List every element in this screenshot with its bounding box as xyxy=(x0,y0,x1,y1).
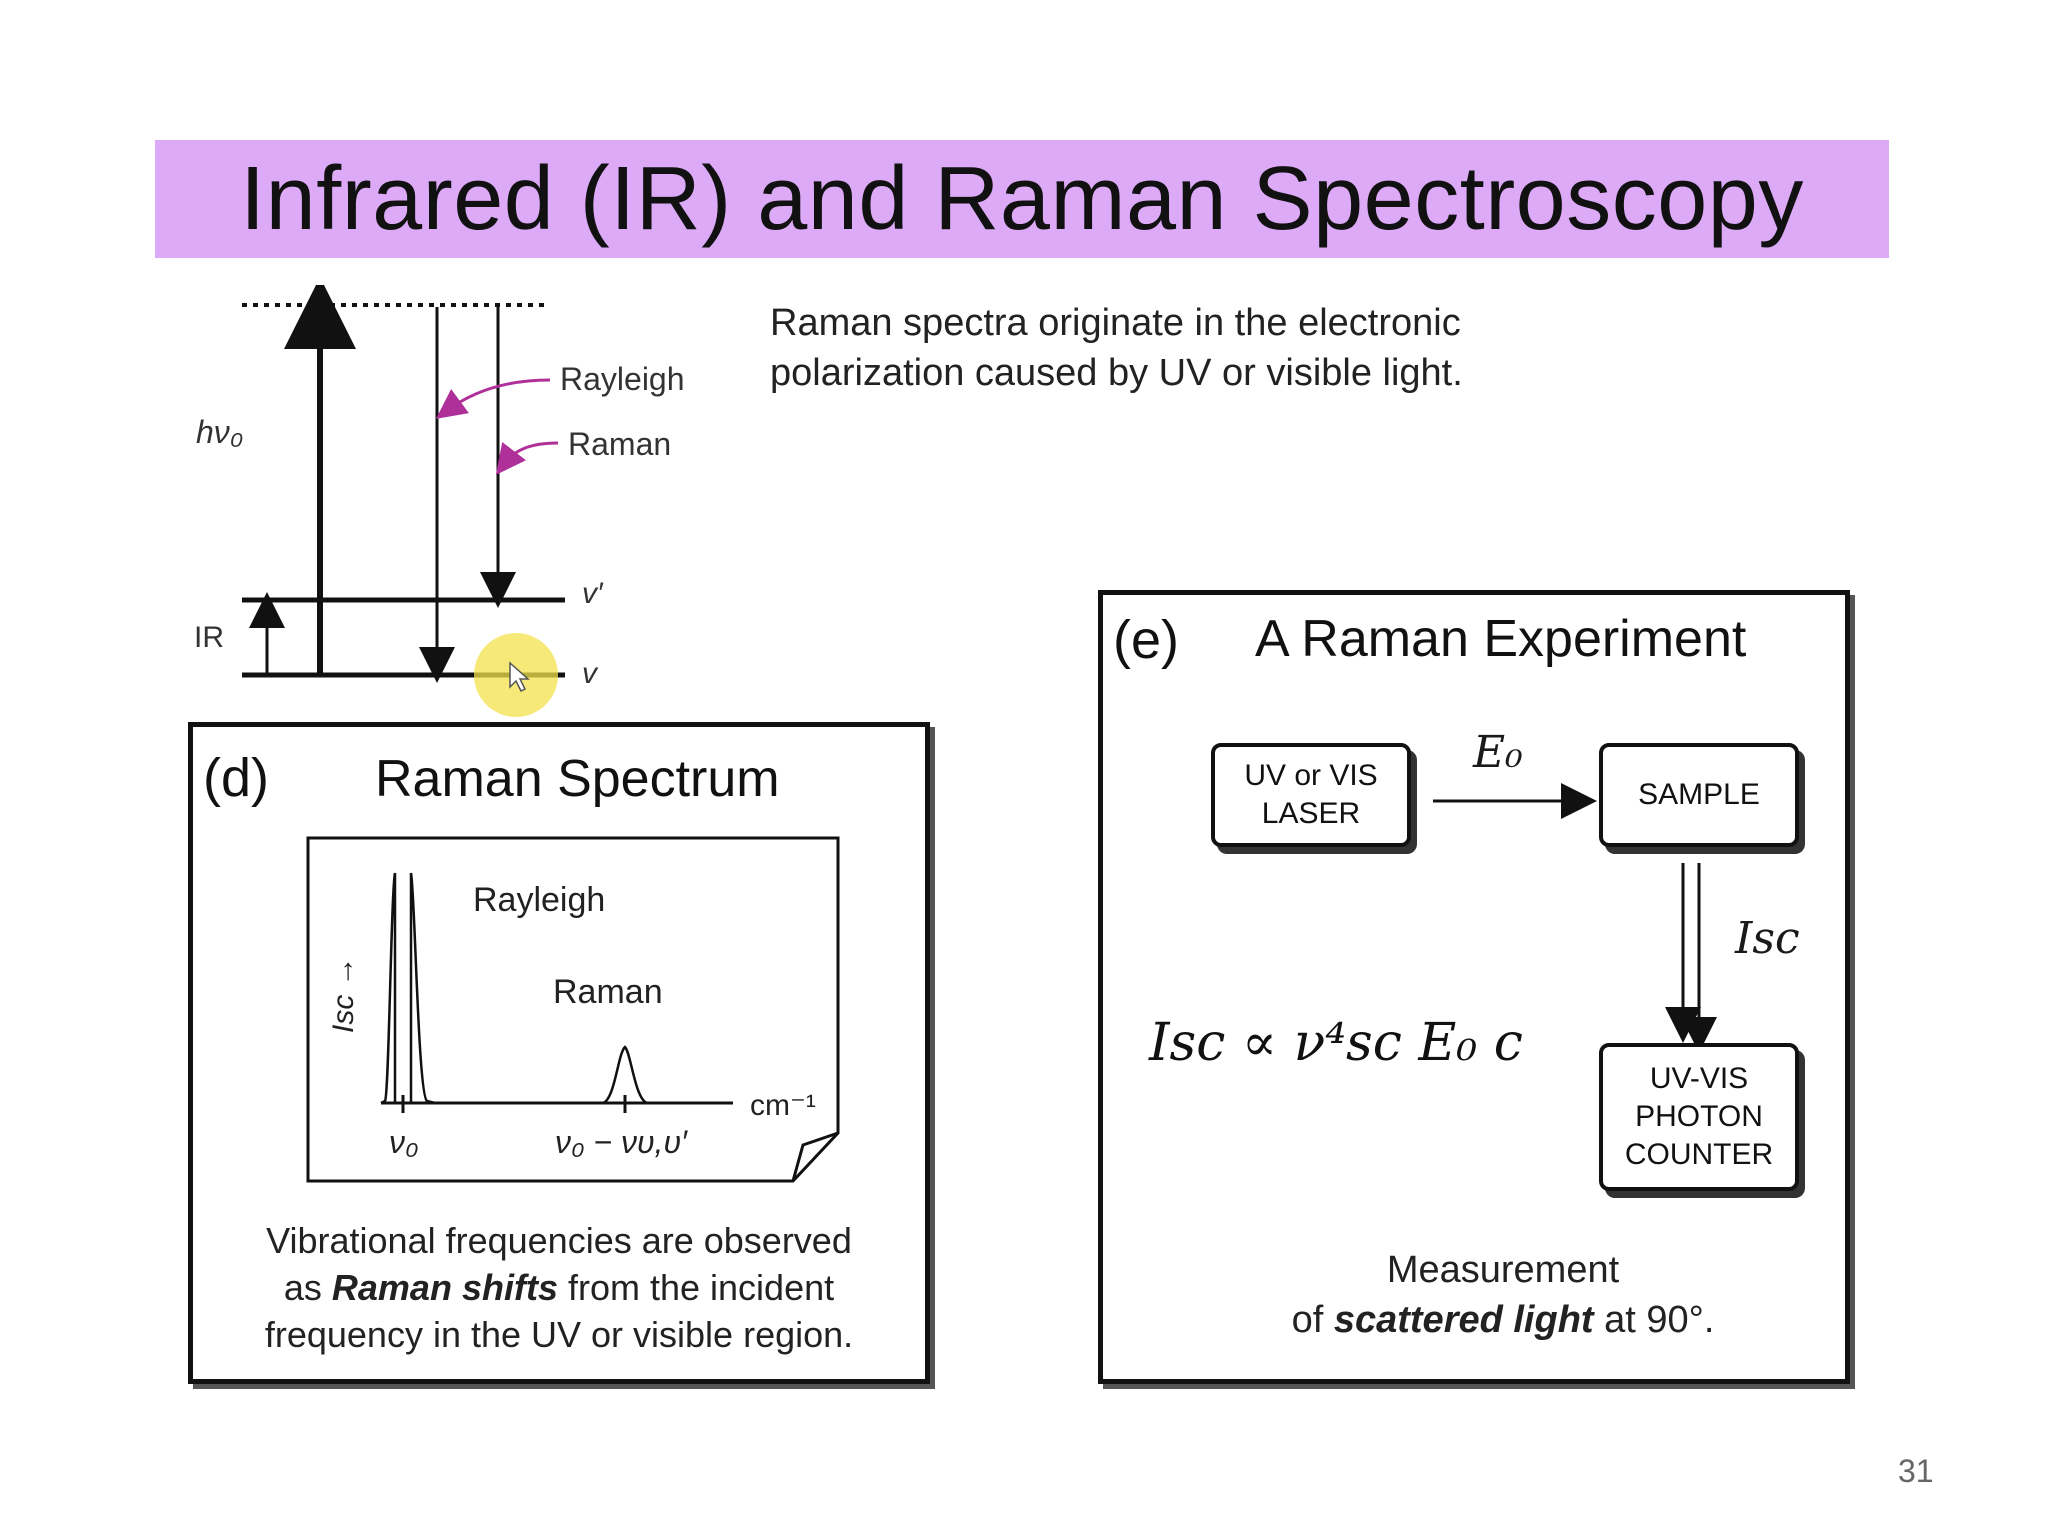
panel-d-caption: Vibrational frequencies are observed as … xyxy=(193,1217,925,1358)
paper-outline xyxy=(306,836,840,1183)
isc-label: Isc xyxy=(1735,913,1800,964)
panel-e-label: (e) xyxy=(1113,610,1179,670)
counter-line2: PHOTON xyxy=(1635,1100,1763,1133)
raman-label: Raman xyxy=(568,426,671,462)
panel-e-caption-line2: of scattered light at 90°. xyxy=(1253,1295,1753,1345)
cursor-icon xyxy=(509,661,530,693)
panel-e-title: A Raman Experiment xyxy=(1255,610,1747,668)
laser-line2: LASER xyxy=(1261,797,1361,830)
x-tick-nu0-label: ν₀ xyxy=(389,1124,418,1160)
energy-level-diagram: hν₀ IR Rayleigh Raman v′ v xyxy=(194,285,685,717)
raman-shifts-emphasis: Raman shifts xyxy=(331,1267,558,1308)
v-prime-label: v′ xyxy=(582,577,604,610)
panel-d: (d) Raman Spectrum Rayleigh Raman cm⁻¹ ν… xyxy=(188,722,930,1384)
x-unit-label: cm⁻¹ xyxy=(750,1089,816,1122)
panel-e-caption-line1: Measurement xyxy=(1386,1249,1620,1291)
panel-d-caption-post: from the incident xyxy=(567,1267,835,1308)
panel-e-caption-post: at 90°. xyxy=(1604,1299,1715,1341)
y-axis-label: Isc → xyxy=(327,956,360,1033)
rayleigh-callout-arrow xyxy=(435,378,551,419)
panel-e-caption-pre: of xyxy=(1291,1299,1324,1341)
photon-counter-node: UV-VIS PHOTON COUNTER xyxy=(1599,1043,1799,1191)
v-label: v xyxy=(582,657,599,690)
ir-label: IR xyxy=(194,621,224,654)
intro-text: Raman spectra originate in the electroni… xyxy=(770,302,1463,394)
scattered-light-emphasis: scattered light xyxy=(1333,1299,1594,1341)
panel-d-title: Raman Spectrum xyxy=(375,750,780,808)
rayleigh-label: Rayleigh xyxy=(560,361,685,397)
panel-d-label: (d) xyxy=(203,748,269,808)
panel-e: (e) A Raman Experiment UV or VIS LASER S… xyxy=(1098,590,1850,1384)
laser-node: UV or VIS LASER xyxy=(1211,743,1411,847)
sample-label: SAMPLE xyxy=(1638,778,1760,811)
scattering-formula: Isc ∝ ν⁴sc E₀ c xyxy=(1149,1013,1523,1073)
slide-title: Infrared (IR) and Raman Spectroscopy xyxy=(240,148,1804,249)
spectrum-raman-label: Raman xyxy=(553,973,663,1011)
counter-line1: UV-VIS xyxy=(1649,1062,1749,1095)
panel-d-caption-line2: as Raman shifts from the incident xyxy=(193,1264,925,1311)
raman-peak xyxy=(602,1045,648,1105)
panel-d-caption-pre: as xyxy=(283,1267,322,1308)
counter-line3: COUNTER xyxy=(1624,1138,1774,1171)
hv0-label: hν₀ xyxy=(196,414,243,450)
title-bar: Infrared (IR) and Raman Spectroscopy xyxy=(155,140,1889,258)
panel-d-caption-line1: Vibrational frequencies are observed xyxy=(266,1220,852,1261)
paper-fold xyxy=(791,1131,839,1182)
spectrum-plot: Rayleigh Raman cm⁻¹ ν₀ ν₀ − νυ,υ′ Isc → xyxy=(306,836,840,1183)
x-tick-raman-label: ν₀ − νυ,υ′ xyxy=(555,1124,688,1160)
laser-line1: UV or VIS xyxy=(1244,759,1378,792)
slide-number: 31 xyxy=(1898,1453,1934,1489)
experiment-arrows xyxy=(1433,783,1717,1053)
panel-e-caption: Measurement of scattered light at 90°. xyxy=(1253,1245,1753,1345)
rayleigh-peak xyxy=(380,872,436,1105)
sample-node: SAMPLE xyxy=(1599,743,1799,847)
spectrum-rayleigh-label: Rayleigh xyxy=(473,881,605,919)
raman-callout-arrow xyxy=(495,441,559,475)
panel-d-caption-line3: frequency in the UV or visible region. xyxy=(264,1314,854,1355)
e0-label: E₀ xyxy=(1473,727,1523,778)
